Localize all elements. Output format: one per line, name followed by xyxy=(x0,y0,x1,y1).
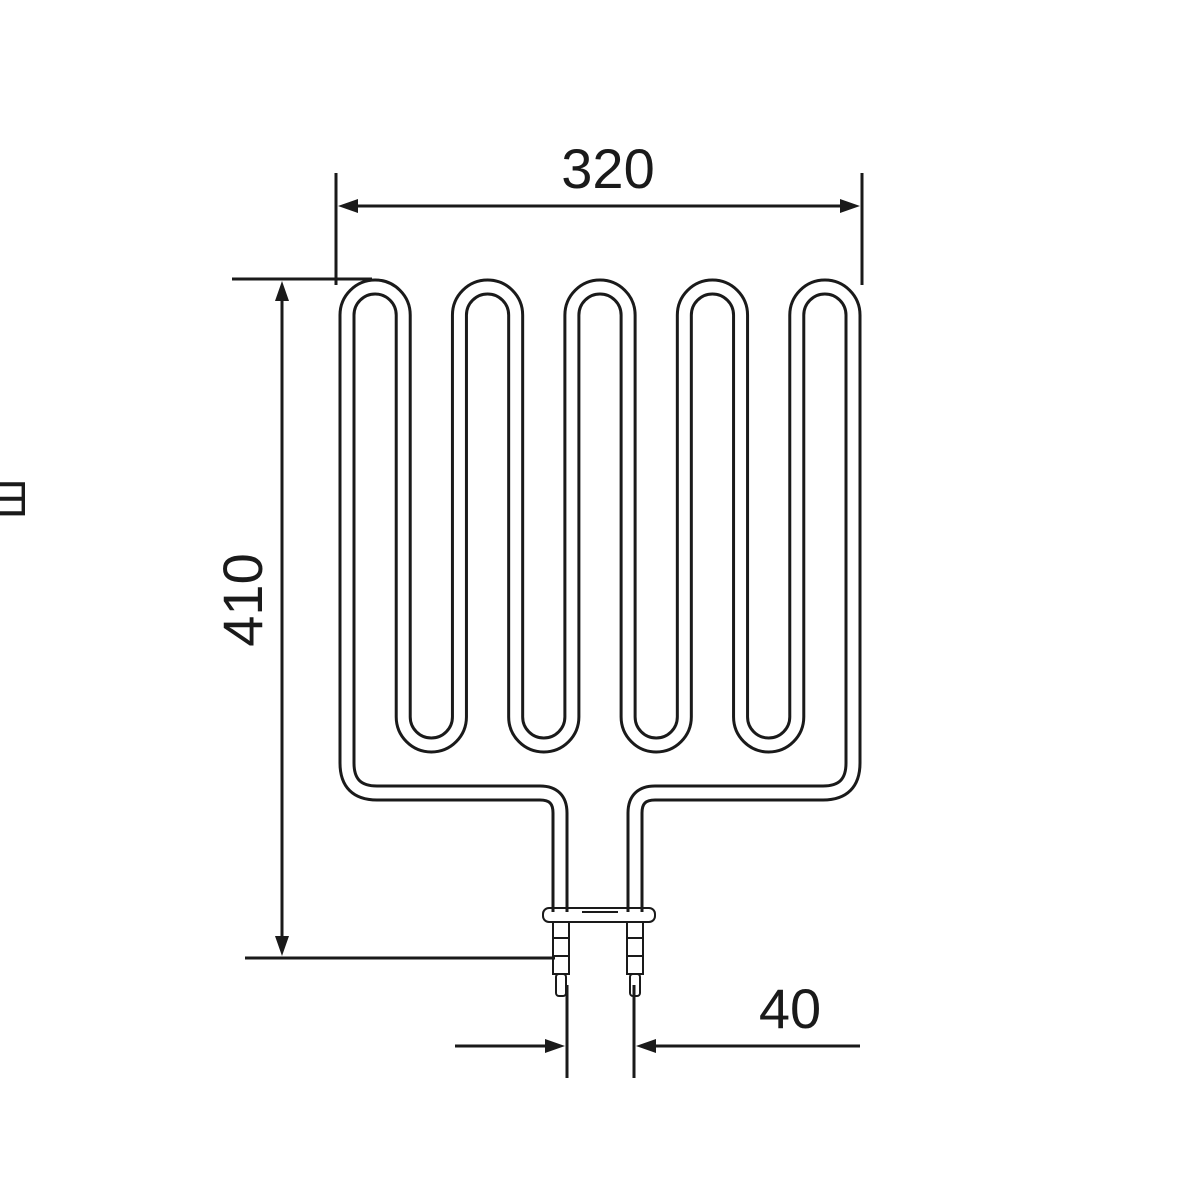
spacing-dimension: 40 xyxy=(455,977,860,1078)
width-label: 320 xyxy=(561,137,654,200)
terminals xyxy=(542,907,656,997)
height-arrow-top xyxy=(275,281,289,301)
tube-outline-2 xyxy=(626,762,862,912)
tube-outline-1 xyxy=(338,762,569,912)
spacing-label: 40 xyxy=(759,977,821,1040)
terminal-left-pin xyxy=(555,973,567,997)
edge-glyph: Ш xyxy=(0,479,35,519)
width-arrow-left xyxy=(338,199,358,213)
tube-fill-1 xyxy=(341,762,566,912)
tube-fill-2 xyxy=(629,762,859,912)
width-dimension: 320 xyxy=(334,137,864,285)
height-arrow-bottom xyxy=(275,936,289,956)
tube-group xyxy=(338,278,862,912)
mounting-flange xyxy=(542,907,656,923)
terminal-left-body xyxy=(552,921,570,975)
terminal-left xyxy=(552,921,570,997)
width-arrow-right xyxy=(840,199,860,213)
tube-outline-0 xyxy=(338,278,862,763)
spacing-arrow-left xyxy=(545,1039,565,1053)
terminal-right xyxy=(626,921,644,997)
spacing-arrow-right xyxy=(636,1039,656,1053)
tube-fill-0 xyxy=(341,281,859,763)
height-label: 410 xyxy=(211,553,274,646)
height-dimension: 410 xyxy=(211,277,555,960)
terminal-right-body xyxy=(626,921,644,975)
